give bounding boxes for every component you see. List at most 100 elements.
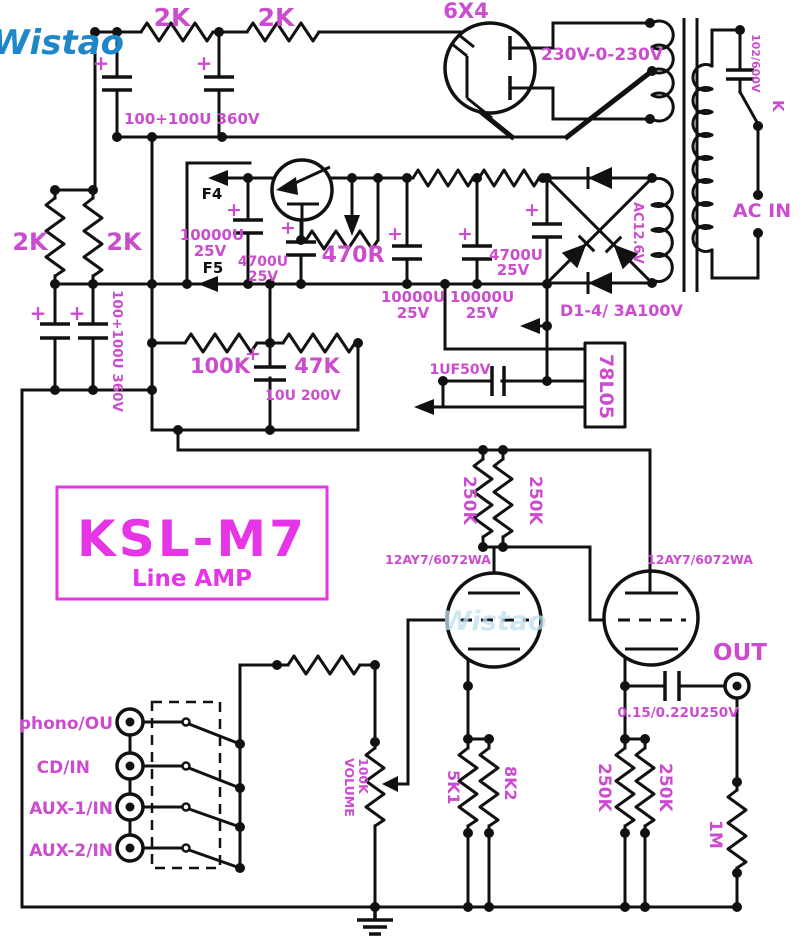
- label-8k2: 8K2: [501, 766, 520, 801]
- label-1m: 1M: [705, 820, 725, 849]
- label-f5: F5: [203, 259, 224, 277]
- selector-dashed-box: [150, 700, 222, 870]
- plus-sign: +: [245, 343, 261, 365]
- volume-wiper-arrow: [382, 776, 398, 792]
- plus-sign: +: [457, 223, 473, 245]
- transistor-emitter-arrow: [276, 177, 298, 195]
- resistor-250k-out1: [614, 746, 636, 828]
- label-cap-top: 100+100U 360V: [124, 110, 260, 128]
- resistor-2k-top1: [139, 21, 215, 43]
- label-switch-k: K: [769, 100, 787, 113]
- label-c1v: 25V: [194, 242, 227, 260]
- resistor-8k2: [478, 746, 500, 828]
- resistor-5k1: [457, 746, 479, 828]
- label-snubber: 102/600V: [749, 34, 762, 93]
- resistor-2k-top2: [245, 21, 321, 43]
- label-c5: 4700U: [489, 246, 543, 264]
- label-ac-in: AC IN: [733, 200, 791, 222]
- label-c3: 10000U: [381, 288, 445, 306]
- plus-sign: +: [226, 199, 242, 221]
- label-r-left2: 2K: [106, 228, 143, 256]
- plus-sign: +: [69, 301, 86, 325]
- input-jacks: [115, 707, 145, 863]
- cap-10000u1-plates: [233, 218, 263, 235]
- label-100k: 100K: [190, 354, 251, 378]
- label-78l05: 78L05: [595, 354, 617, 419]
- resistor-filter2: [477, 168, 541, 188]
- cap-10u-plates: [254, 365, 286, 382]
- label-rp2: 250K: [525, 476, 545, 525]
- label-heater-winding: AC12.6V: [630, 202, 645, 264]
- plus-sign: +: [30, 301, 47, 325]
- bridge-tap-arrow: [520, 318, 540, 334]
- label-r-left1: 2K: [12, 228, 49, 256]
- cap-4700u2-plates: [532, 222, 562, 239]
- cap-1uf-plates: [490, 366, 506, 396]
- label-input-aux2: AUX-2/IN: [29, 841, 113, 861]
- plus-sign: +: [93, 51, 110, 75]
- brand-logo: Wistao: [0, 23, 124, 63]
- label-diodes: D1-4/ 3A100V: [560, 301, 684, 320]
- tube-6x4-internals: [451, 33, 493, 120]
- label-ro2: 250K: [655, 763, 675, 812]
- subtitle: Line AMP: [132, 566, 252, 592]
- resistor-250k-top2: [492, 457, 514, 539]
- resistor-47k: [281, 332, 357, 354]
- label-47k: 47K: [294, 354, 340, 378]
- resistor-2k-left2: [82, 196, 104, 278]
- label-470r: 470R: [322, 243, 385, 268]
- regulator-ground-arrow: [414, 399, 434, 415]
- center-tap-wire: [563, 67, 656, 141]
- selector-contacts: [181, 717, 191, 853]
- label-r-top1: 2K: [154, 3, 192, 32]
- label-input-cd: CD/IN: [37, 758, 90, 778]
- label-input-aux1: AUX-1/IN: [29, 799, 113, 819]
- regulator-box: [583, 341, 627, 429]
- junction-dots: [50, 18, 763, 912]
- cap-10000u2-plates: [392, 244, 422, 261]
- label-out: OUT: [713, 640, 767, 666]
- label-coupling-cap: 0.15/0.22U250V: [617, 705, 739, 721]
- coupling-cap-plates: [663, 671, 681, 701]
- resistor-100k: [183, 332, 259, 354]
- label-1uf: 1UF50V: [430, 362, 491, 378]
- plus-sign: +: [524, 199, 540, 221]
- label-tube1: 12AY7/6072WA: [385, 552, 491, 567]
- title-box: [55, 485, 329, 601]
- label-tube-6x4: 6X4: [443, 0, 488, 23]
- label-ro1: 250K: [594, 763, 614, 812]
- components: [55, 18, 751, 870]
- label-c2: 4700U: [238, 254, 288, 270]
- cap-left-plates: [40, 322, 108, 340]
- resistor-1m: [726, 788, 748, 870]
- selector-blades: [187, 722, 242, 870]
- label-tube2: 12AY7/6072WA: [647, 552, 753, 567]
- plus-sign: +: [387, 223, 403, 245]
- resistor-series-input: [286, 654, 362, 676]
- label-c1: 10000U: [180, 226, 244, 244]
- diode-top: [586, 167, 612, 189]
- label-5k1: 5K1: [444, 770, 463, 805]
- diode-mid-left: [561, 234, 596, 269]
- snubber-cap-plates: [726, 68, 754, 81]
- diode-bottom: [586, 272, 612, 294]
- volume-pot-element: [364, 746, 386, 828]
- label-c5v: 25V: [497, 261, 530, 279]
- label-c4v: 25V: [466, 304, 499, 322]
- diode-mid-right: [604, 235, 639, 270]
- f4-arrow: [208, 170, 228, 186]
- resistor-250k-out2: [634, 746, 656, 828]
- switch-blade: [737, 89, 761, 127]
- title: KSL-M7: [77, 510, 307, 568]
- heater-winding-coil: [650, 177, 674, 283]
- ground-symbol: [357, 907, 393, 936]
- label-c3v: 25V: [397, 304, 430, 322]
- plus-sign: +: [196, 51, 213, 75]
- cap-top-plates: [102, 75, 234, 92]
- label-10u: 10U 200V: [265, 388, 341, 404]
- label-c4: 10000U: [450, 288, 514, 306]
- resistor-2k-left1: [44, 196, 66, 278]
- label-r-top2: 2K: [258, 3, 296, 32]
- label-input-phono: phono/OU: [19, 714, 113, 734]
